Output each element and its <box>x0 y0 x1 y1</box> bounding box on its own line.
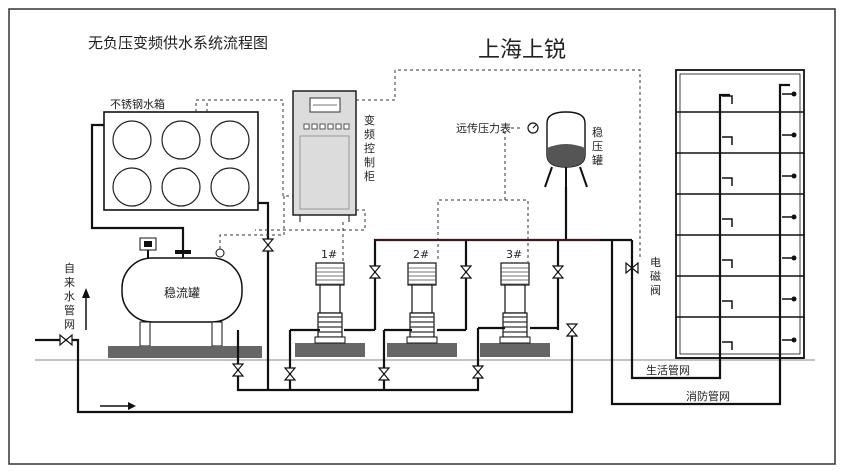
pressure-tank-label: 稳压罐 <box>592 125 603 167</box>
buffer-tank <box>108 237 262 358</box>
pump-1: 1# <box>295 248 365 357</box>
bypass-valve <box>565 323 579 337</box>
pump-1-discharge-valve <box>368 265 382 279</box>
pump-2-label: 2# <box>413 248 429 261</box>
vfd-control-cabinet <box>292 90 357 222</box>
tank-outlet-valve <box>261 238 275 252</box>
faucet-icon <box>722 341 733 350</box>
flow-arrow-inlet <box>82 288 90 330</box>
sprinkler-icon <box>782 173 797 179</box>
remote-pressure-gauge <box>527 122 539 134</box>
sprinkler-icon <box>782 255 797 261</box>
pump-3-discharge-valve <box>551 265 565 279</box>
pump-1-suction-valve <box>283 367 297 381</box>
pressure-stabilizing-tank <box>544 111 588 188</box>
outer-frame <box>8 8 836 465</box>
buffer-tank-label: 稳流罐 <box>164 285 200 300</box>
sprinkler-icon <box>782 337 797 343</box>
sprinkler-icon <box>782 214 797 220</box>
pump-1-label: 1# <box>321 248 337 261</box>
city-water-label: 自来水管网 <box>64 262 75 331</box>
faucet-icon <box>722 136 733 145</box>
pump-2: 2# <box>387 248 457 357</box>
faucet-icon <box>722 177 733 186</box>
pump-2-suction-valve <box>377 367 391 381</box>
faucet-icon <box>722 259 733 268</box>
flow-arrow-bottom <box>100 402 136 410</box>
building <box>675 69 805 359</box>
pump-3-suction-valve <box>471 365 485 379</box>
building-outline <box>675 69 805 359</box>
sprinkler-icon <box>782 91 797 97</box>
stainless-water-tank <box>103 111 259 211</box>
vfd-cabinet-label: 变频控制柜 <box>364 113 375 183</box>
solenoid-valve <box>625 261 639 275</box>
pump-group: 1# 2# 3# <box>295 248 550 357</box>
diagram-title: 无负压变频供水系统流程图 <box>88 34 268 52</box>
sprinkler-icon <box>782 296 797 302</box>
valves <box>59 238 639 381</box>
water-tank-label: 不锈钢水箱 <box>110 97 165 111</box>
faucet-icon <box>722 218 733 227</box>
faucet-icon <box>722 300 733 309</box>
domestic-net-label: 生活管网 <box>646 363 690 377</box>
remote-gauge-label: 远传压力表 <box>456 121 511 135</box>
inlet-valve <box>59 333 73 347</box>
fire-net-label: 消防管网 <box>686 389 730 403</box>
brand-name: 上海上锐 <box>478 38 566 63</box>
pump-3-label: 3# <box>506 248 522 261</box>
solenoid-valve-label: 电磁阀 <box>650 256 661 297</box>
control-lines <box>195 69 641 262</box>
pump-3: 3# <box>480 248 550 357</box>
sprinkler-icon <box>782 132 797 138</box>
pump-2-discharge-valve <box>459 265 473 279</box>
buffer-outlet-valve <box>231 363 245 377</box>
